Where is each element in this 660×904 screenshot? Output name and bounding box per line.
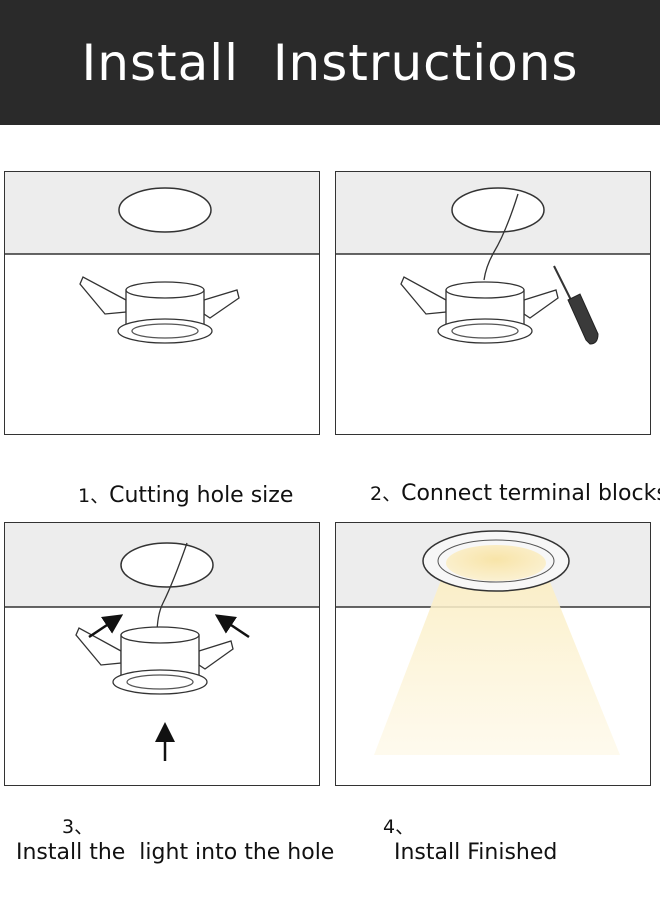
arrow-up-left-icon [88,614,124,639]
cut-hole [118,187,212,233]
step-2-number: 2、 [370,483,402,505]
light-beam [374,567,620,755]
step-3-illustration [4,522,320,786]
step-1-illustration [4,171,320,435]
step-2-label: Connect terminal blocks [401,481,660,506]
title-banner: Install Instructions [0,0,660,125]
arrow-up-right-icon [214,614,250,639]
screwdriver-icon [553,265,599,345]
step-4-number: 4、 [383,816,415,838]
installed-downlight [422,530,570,592]
step-1-label: Cutting hole size [109,483,294,508]
step-4-label: Install Finished [394,840,558,865]
step-2-illustration [335,171,651,435]
cut-hole [120,542,214,588]
downlight-fixture [400,276,559,344]
downlight-fixture [79,276,240,344]
step-2-caption: 2、Connect terminal blocks [356,454,660,506]
cut-hole [451,187,545,233]
step-4-illustration [335,522,651,786]
power-cable [483,193,519,281]
downlight-fixture [75,626,234,695]
page-title: Install Instructions [81,33,579,92]
step-1-caption: 1、Cutting hole size [64,456,293,508]
step-3-number: 3、 [62,816,94,838]
step-3-label: Install the light into the hole [16,840,335,865]
step-1-number: 1、 [78,485,110,507]
power-cable [156,542,188,636]
